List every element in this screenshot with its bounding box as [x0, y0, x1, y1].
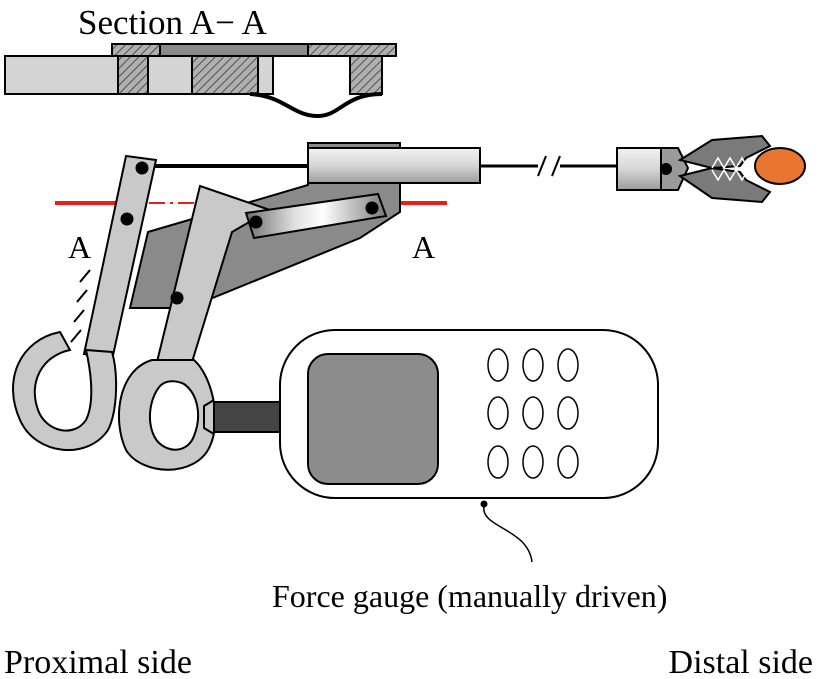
cut-label-left: A: [68, 229, 91, 265]
gauge-hook: [203, 399, 215, 435]
section-title: Section A− A: [78, 3, 268, 42]
pin-link-left: [249, 215, 263, 229]
connecting-link: [244, 192, 388, 240]
force-gauge-label: Force gauge (manually driven): [272, 578, 667, 614]
section-top-plate-hatch-left: [111, 43, 161, 57]
cable-break-2: [551, 155, 561, 177]
gauge-connector: [213, 401, 283, 433]
outer-sheath: [307, 147, 481, 184]
gauge-screen: [307, 353, 439, 485]
pin-right-handle: [170, 291, 184, 305]
section-top-plate-hatch-right: [307, 43, 397, 57]
left-handle: [12, 154, 158, 451]
fixed-support-hatch: [70, 269, 91, 343]
pin-left: [120, 212, 134, 226]
grasper-tip: [616, 134, 772, 204]
distal-label: Distal side: [669, 644, 813, 679]
grasped-object: [754, 147, 806, 185]
right-handle: [118, 184, 273, 471]
section-curve: [249, 92, 383, 119]
force-gauge: [279, 329, 659, 508]
pin-link-right: [365, 201, 379, 215]
cut-label-right: A: [412, 229, 435, 265]
section-hatch-3: [349, 55, 383, 95]
section-hatch-2: [191, 55, 259, 95]
gauge-leader-line: [483, 505, 533, 563]
cable-break-1: [537, 155, 547, 177]
section-view: [4, 43, 397, 119]
proximal-label: Proximal side: [4, 644, 192, 679]
section-hatch-1: [117, 55, 149, 95]
pin-top: [135, 161, 149, 175]
gauge-buttons: [487, 348, 579, 479]
